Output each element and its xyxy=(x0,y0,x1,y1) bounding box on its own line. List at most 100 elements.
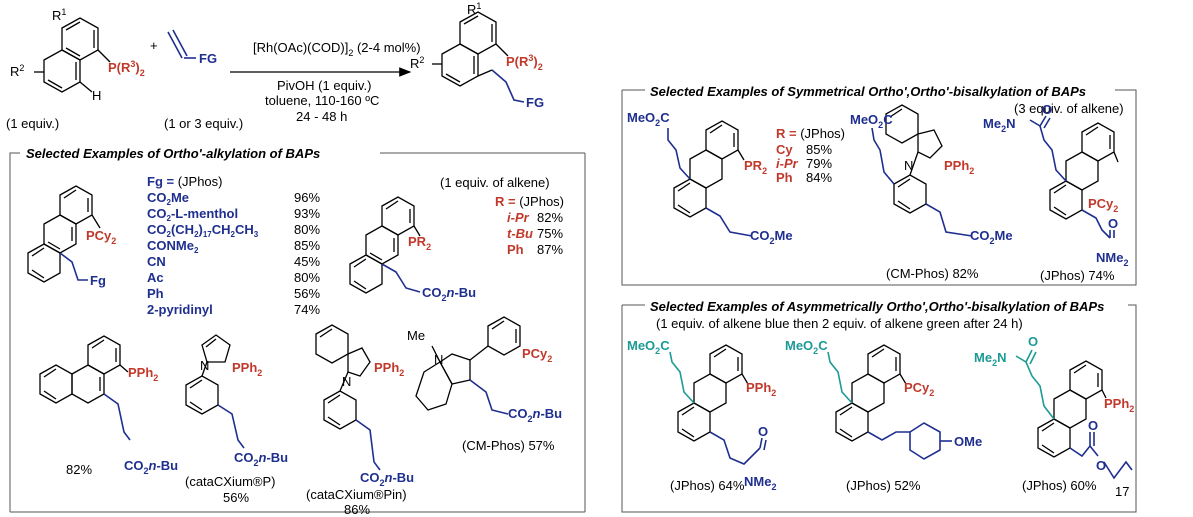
pyrrole-structure xyxy=(185,334,245,449)
asym2-ome: OMe xyxy=(954,434,982,449)
fg-item-2: CO2(CH2)17CH2CH3 xyxy=(147,222,259,239)
sym-alkene-equiv: (3 equiv. of alkene) xyxy=(1014,101,1124,116)
alkene-reagent xyxy=(167,29,196,59)
r-item-tbu: t-Bu xyxy=(507,226,533,241)
sym3-yield: (JPhos) 74% xyxy=(1040,268,1115,283)
asym-panel-title: Selected Examples of Asymmetrically Orth… xyxy=(650,299,1104,314)
hydrogen-label: H xyxy=(92,88,101,103)
asym1-yield: (JPhos) 64% xyxy=(670,478,745,493)
pyrrole-ligand: (cataCXium®P) xyxy=(185,474,276,489)
sym1-pr2: PR2 xyxy=(744,158,767,176)
naphthyl-structure xyxy=(39,335,131,441)
pyrrole-n: N xyxy=(200,358,209,373)
svg-text:56%: 56% xyxy=(294,286,320,301)
naphthyl-pph2: PPh2 xyxy=(128,365,158,383)
fg-item-1: CO2-L-menthol xyxy=(147,206,238,223)
fg-item-0: CO2Me xyxy=(147,190,189,207)
svg-text:84%: 84% xyxy=(806,170,832,185)
product-fg-label: FG xyxy=(526,95,544,110)
r-item-ipr: i-Pr xyxy=(507,210,530,225)
starting-biarylphosphine xyxy=(34,17,111,93)
product-phosphine-label: P(R3)2 xyxy=(506,53,543,72)
product-r2-label: R2 xyxy=(410,55,424,71)
svg-text:87%: 87% xyxy=(537,242,563,257)
r-item-ph: Ph xyxy=(507,242,524,257)
time-label: 24 - 48 h xyxy=(296,109,347,124)
asym1-meo2c: MeO2C xyxy=(627,338,670,356)
cmphos-structure xyxy=(415,316,521,415)
svg-text:79%: 79% xyxy=(806,156,832,171)
indole-n: N xyxy=(342,374,351,389)
butyl-ester-chain: CO2n-Bu xyxy=(422,285,476,303)
svg-text:i-Pr: i-Pr xyxy=(776,156,799,171)
asym3-me2n: Me2N xyxy=(974,350,1006,368)
fg-reagent-label: FG xyxy=(199,51,217,66)
ortho-panel-frame xyxy=(9,152,586,513)
reactant2-equiv: (1 or 3 equiv.) xyxy=(164,116,243,131)
cmphos-n-me: Me xyxy=(407,328,425,343)
svg-text:93%: 93% xyxy=(294,206,320,221)
fg-item-4: CN xyxy=(147,254,166,269)
svg-text:82%: 82% xyxy=(537,210,563,225)
asym3-o: O xyxy=(1028,334,1038,349)
sym3-pcy2: PCy2 xyxy=(1088,196,1118,214)
sym-r-header: R = (JPhos) xyxy=(776,126,845,141)
fg-substituent-list: CO2Me CO2-L-menthol CO2(CH2)17CH2CH3 CON… xyxy=(147,190,259,317)
naphthyl-chain: CO2n-Bu xyxy=(124,458,178,476)
asym2-yield: (JPhos) 52% xyxy=(846,478,921,493)
asym3-pph2: PPh2 xyxy=(1104,396,1134,414)
naphthyl-yield: 82% xyxy=(66,462,92,477)
fg-item-6: Ph xyxy=(147,286,164,301)
solvent-temp-label: toluene, 110-160 ºC xyxy=(265,93,379,108)
fg-item-5: Ac xyxy=(147,270,164,285)
sym2-n: N xyxy=(904,158,913,173)
asym2-meo2c: MeO2C xyxy=(785,338,828,356)
sym3-nme2: NMe2 xyxy=(1096,250,1128,268)
svg-text:80%: 80% xyxy=(294,270,320,285)
asym3-o-ester: O xyxy=(1096,458,1106,473)
sym3-o: O xyxy=(1042,102,1052,117)
r1-label: R1 xyxy=(52,7,66,23)
pyrrole-yield: 56% xyxy=(223,490,249,505)
butyl-ester-pr2: PR2 xyxy=(408,234,431,252)
svg-text:80%: 80% xyxy=(294,222,320,237)
svg-text:Cy: Cy xyxy=(776,142,793,157)
indole-yield: 86% xyxy=(344,502,370,517)
asym1-o: O xyxy=(758,424,768,439)
indole-structure xyxy=(315,324,381,471)
asym1-nme2: NMe2 xyxy=(744,474,776,492)
product-r1-label: R1 xyxy=(467,1,481,17)
r-header: R = (JPhos) xyxy=(495,194,564,209)
reactant1-equiv: (1 equiv.) xyxy=(6,116,59,131)
svg-text:74%: 74% xyxy=(294,302,320,317)
sym3-me2n: Me2N xyxy=(983,116,1015,134)
butyl-ester-structure xyxy=(349,196,421,294)
fg-structure-pcy2: PCy2 xyxy=(86,228,116,246)
svg-text:Ph: Ph xyxy=(776,170,793,185)
asym3-yield: (JPhos) 60% xyxy=(1022,478,1097,493)
indole-pph2: PPh2 xyxy=(374,360,404,378)
asym-panel-frame xyxy=(621,304,1137,513)
indole-chain: CO2n-Bu xyxy=(360,470,414,488)
sym-panel-frame xyxy=(621,89,1137,286)
indole-ligand: (cataCXium®Pin) xyxy=(306,487,407,502)
sym2-yield: (CM-Phos) 82% xyxy=(886,266,979,281)
asym1-pph2: PPh2 xyxy=(746,380,776,398)
asym-example-2 xyxy=(827,344,952,460)
sym-panel-title: Selected Examples of Symmetrical Ortho',… xyxy=(650,84,1086,99)
svg-text:45%: 45% xyxy=(294,254,320,269)
asym2-pcy2: PCy2 xyxy=(904,380,934,398)
r2-label: R2 xyxy=(10,63,24,79)
pyrrole-pph2: PPh2 xyxy=(232,360,262,378)
fg-item-7: 2-pyridinyl xyxy=(147,302,213,317)
sym1-meo2c: MeO2C xyxy=(627,110,670,128)
sym2-meo2c: MeO2C xyxy=(850,112,893,130)
sym-example-3 xyxy=(1029,115,1119,239)
fg-header: Fg = (JPhos) xyxy=(147,174,223,189)
asym-subtitle: (1 equiv. of alkene blue then 2 equiv. o… xyxy=(656,316,1023,331)
fg-chain-label: Fg xyxy=(90,273,106,288)
cmphos-yield: (CM-Phos) 57% xyxy=(462,438,555,453)
sym-example-1 xyxy=(667,120,753,237)
sym2-co2me: CO2Me xyxy=(970,228,1013,246)
